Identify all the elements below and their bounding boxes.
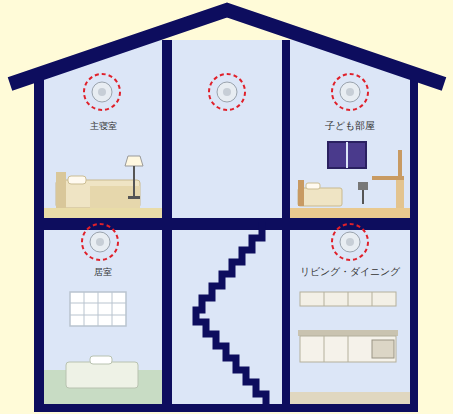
window bbox=[328, 142, 366, 168]
room-fill bbox=[172, 40, 282, 218]
room-label: リビング・ダイニング bbox=[290, 266, 410, 277]
smoke-detector bbox=[332, 224, 368, 260]
staircase bbox=[196, 222, 266, 406]
floor-slab bbox=[34, 218, 418, 230]
smoke-detector bbox=[84, 74, 120, 110]
futon bbox=[66, 356, 138, 388]
floor-lamp bbox=[125, 156, 143, 199]
floor bbox=[44, 208, 162, 218]
child-bed bbox=[298, 180, 342, 206]
smoke-detector bbox=[332, 74, 368, 110]
room: 主寝室 bbox=[44, 50, 162, 218]
room-label: 居室 bbox=[44, 266, 162, 277]
room-fill bbox=[290, 230, 410, 404]
room: 居室 bbox=[44, 230, 162, 404]
room-label: 子ども部屋 bbox=[290, 120, 410, 131]
room-fill bbox=[172, 230, 282, 404]
smoke-detector bbox=[82, 224, 118, 260]
bed bbox=[56, 172, 140, 208]
shoji-window bbox=[70, 292, 126, 326]
room-label: 主寝室 bbox=[44, 120, 162, 131]
house-body bbox=[34, 40, 418, 412]
kitchen bbox=[298, 292, 398, 362]
desk bbox=[358, 150, 404, 208]
room: 子ども部屋 bbox=[290, 50, 410, 218]
room-fill bbox=[44, 230, 162, 404]
room: リビング・ダイニング bbox=[290, 230, 410, 404]
floor bbox=[290, 208, 410, 218]
roof bbox=[10, 10, 444, 84]
floor bbox=[290, 392, 410, 404]
smoke-detector bbox=[209, 74, 245, 110]
